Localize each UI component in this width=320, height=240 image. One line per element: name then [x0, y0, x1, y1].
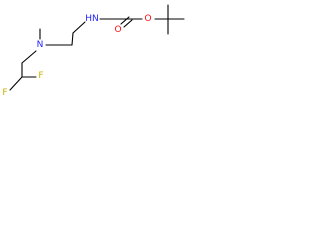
- bond-n-ch2: [21, 50, 37, 64]
- bond-carbonyl-double-1: [123, 19, 133, 28]
- atom-o-carbonyl: O: [114, 25, 121, 35]
- atom-nh: HN: [85, 14, 99, 24]
- atom-labels: HN N O O F F: [2, 14, 151, 98]
- bond-ch2-ch2: [71, 32, 74, 46]
- atom-f1: F: [38, 71, 43, 81]
- bond-chf2-f-left: [9, 76, 23, 91]
- atom-n-tertiary: N: [37, 40, 44, 50]
- bond-carbonyl-double-2: [120, 16, 130, 25]
- bond-nh-ch2: [72, 21, 86, 34]
- atom-f2: F: [2, 88, 7, 98]
- bonds: [9, 4, 185, 91]
- atom-o-ester: O: [144, 14, 151, 24]
- molecule-diagram: HN N O O F F: [2, 4, 185, 98]
